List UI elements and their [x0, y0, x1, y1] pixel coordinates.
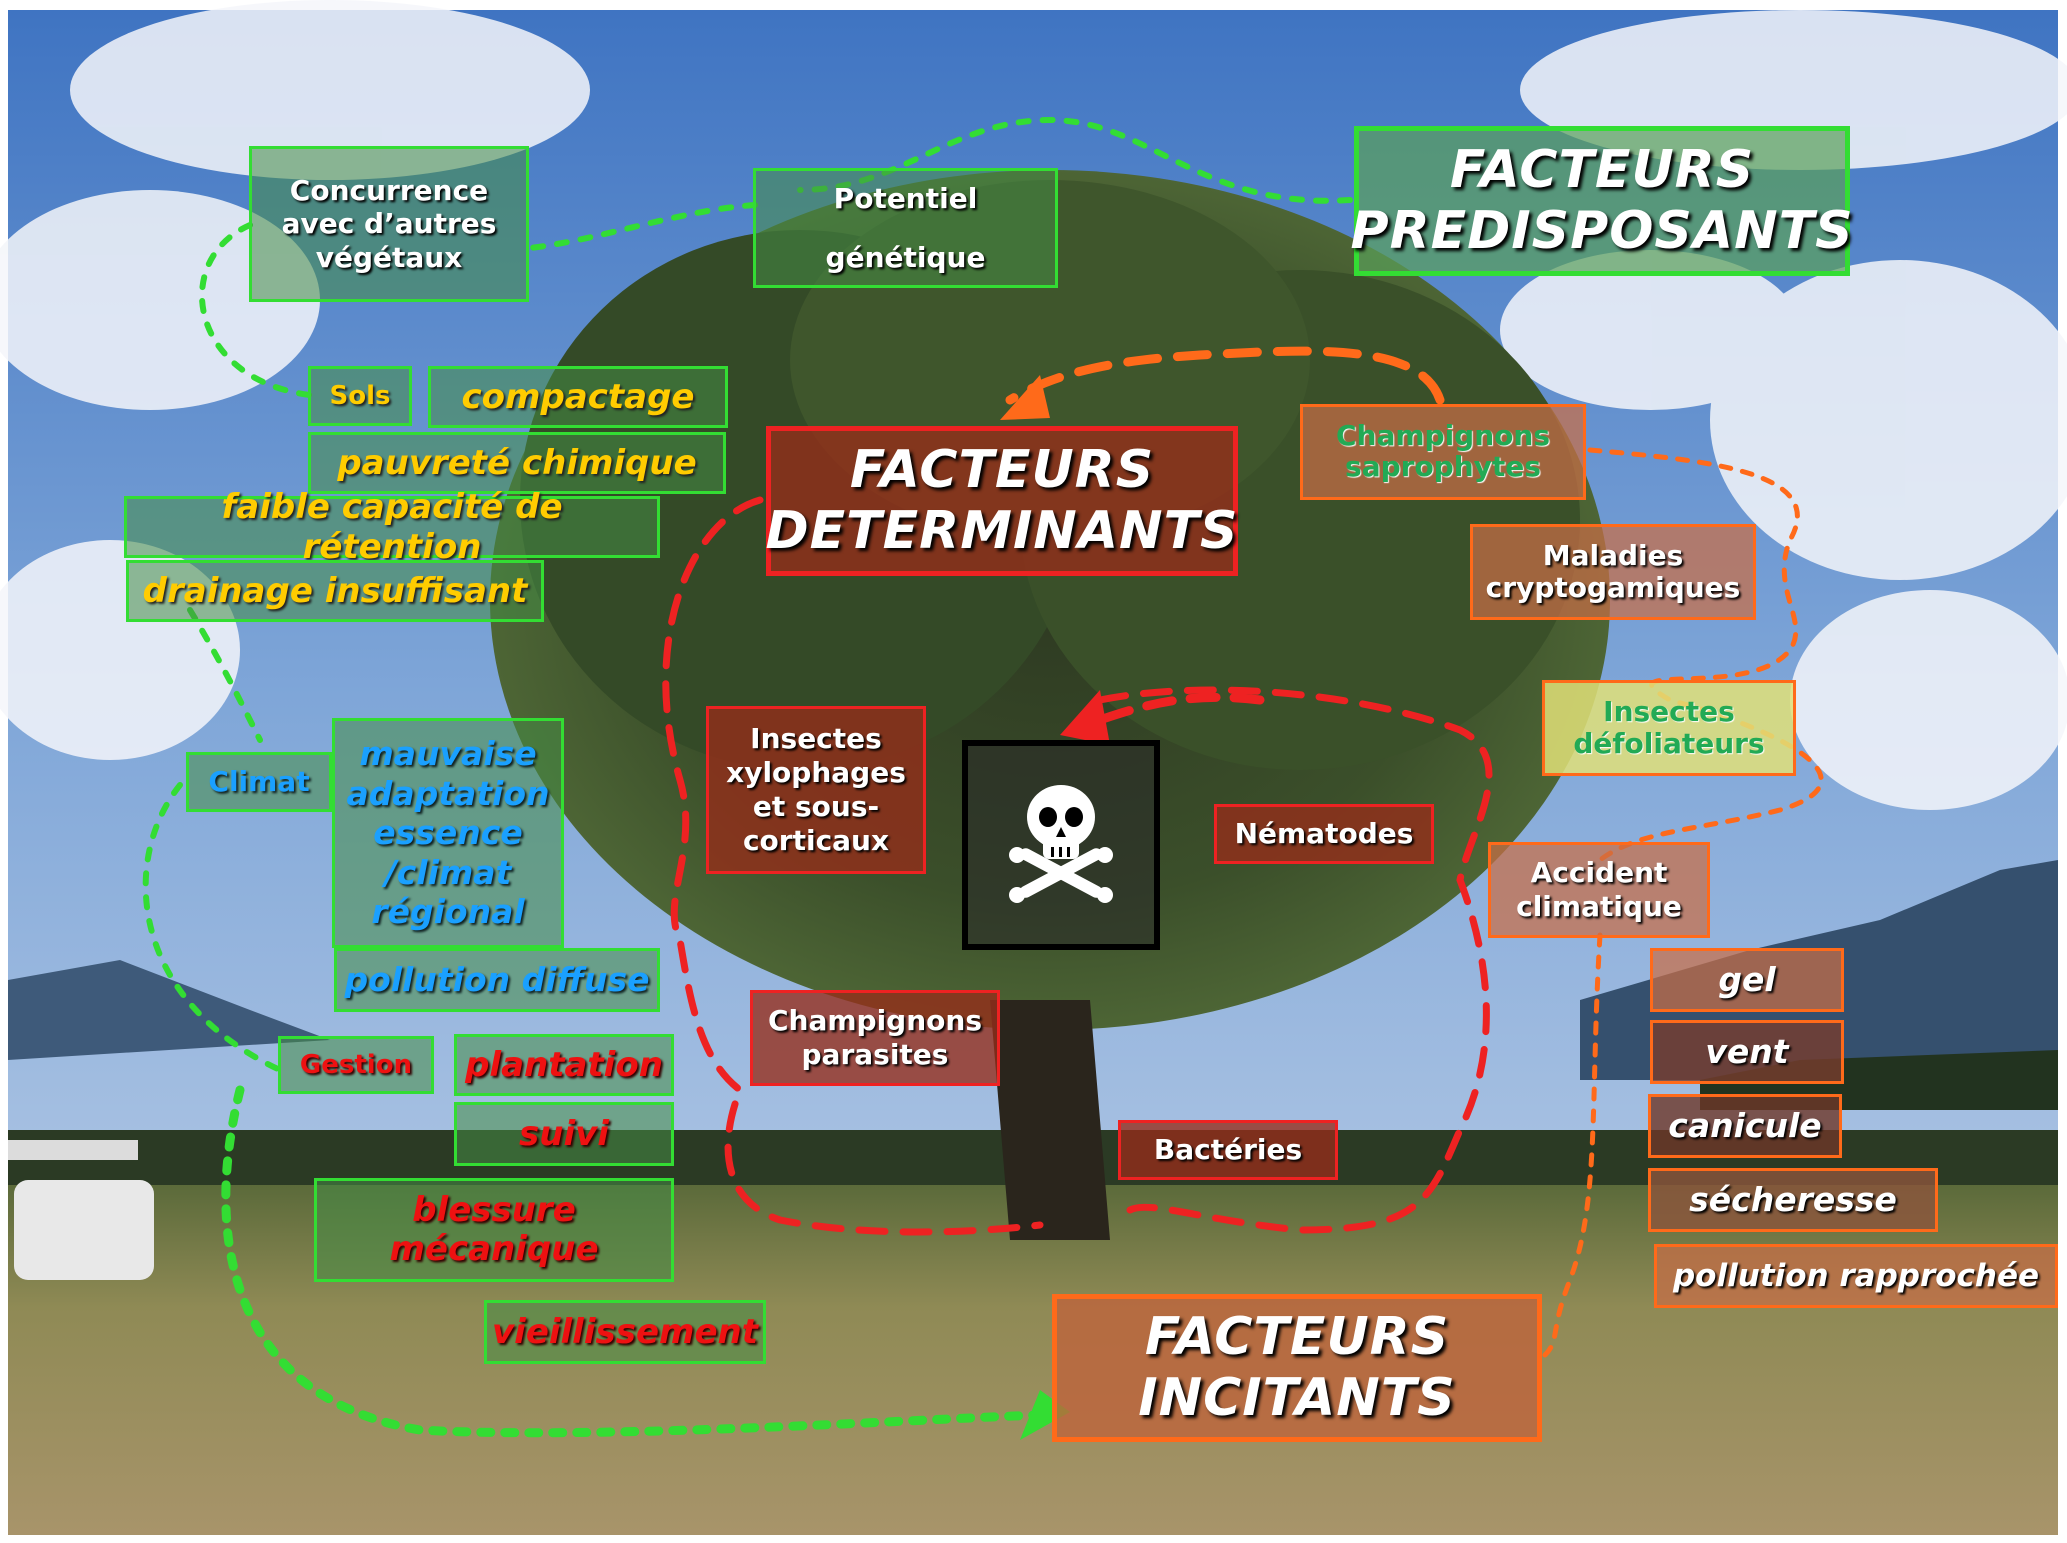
title-predisposants: FACTEURS PREDISPOSANTS — [1350, 126, 1853, 276]
gestion-item-vieillissement: vieillissement — [484, 1300, 766, 1364]
green-arrowhead — [1020, 1390, 1070, 1440]
box-accident-climatique: Accident climatique — [1488, 842, 1710, 938]
death-box — [962, 740, 1160, 950]
title-incitants: FACTEURS INCITANTS — [1052, 1294, 1542, 1442]
green-arc-left-top — [199, 222, 313, 398]
orange-arrowhead — [1000, 375, 1050, 420]
gestion-item-suivi: suivi — [454, 1102, 674, 1166]
box-climat: Climat — [186, 752, 332, 812]
skull-crossbones-icon — [1009, 785, 1113, 903]
box-gestion: Gestion — [278, 1036, 434, 1094]
box-champignons-parasites: Champignons parasites — [750, 990, 1000, 1086]
gestion-item-plantation: plantation — [454, 1034, 674, 1096]
sols-item-pauvrete: pauvreté chimique — [308, 432, 726, 494]
orange-arc-right — [1587, 447, 1824, 863]
incitant-item-canicule: canicule — [1648, 1094, 1842, 1158]
title-predisposants-text: FACTEURS PREDISPOSANTS — [1350, 139, 1854, 261]
box-maladies-cryptogamiques: Maladies cryptogamiques — [1470, 524, 1756, 620]
gestion-item-blessure: blessure mécanique — [314, 1178, 674, 1282]
climat-item-pollution-diffuse: pollution diffuse — [334, 948, 660, 1012]
incitant-item-vent: vent — [1650, 1020, 1844, 1084]
red-arrowhead — [1060, 690, 1110, 745]
title-incitants-text: FACTEURS INCITANTS — [1138, 1306, 1456, 1428]
box-insectes-xylophages: Insectes xylophages et sous- corticaux — [706, 706, 926, 874]
box-bacteries: Bactéries — [1118, 1120, 1338, 1180]
sols-item-drainage: drainage insuffisant — [126, 560, 544, 622]
box-champignons-saprophytes: Champignons saprophytes — [1300, 404, 1586, 500]
red-loop-right — [1096, 686, 1493, 1234]
climat-item-adaptation: mauvaise adaptation essence /climat régi… — [332, 718, 564, 948]
title-determinants: FACTEURS DETERMINANTS — [765, 426, 1239, 576]
incitant-item-pollution-rapprochee: pollution rapprochée — [1654, 1244, 2058, 1308]
green-arc-potentiel-concurrence — [527, 202, 758, 251]
orange-arc-incitants — [1542, 932, 1603, 1358]
incitant-item-secheresse: sécheresse — [1648, 1168, 1938, 1232]
box-concurrence: Concurrence avec d’autres végétaux — [249, 146, 529, 302]
box-insectes-defoliateurs: Insectes défoliateurs — [1542, 680, 1796, 776]
box-sols: Sols — [308, 366, 412, 426]
box-nematodes: Nématodes — [1214, 804, 1434, 864]
green-arc-sols-climat — [187, 607, 263, 743]
incitant-item-gel: gel — [1650, 948, 1844, 1012]
title-determinants-text: FACTEURS DETERMINANTS — [765, 439, 1239, 561]
box-potentiel-genetique: Potentiel génétique — [753, 168, 1058, 288]
sols-item-compactage: compactage — [428, 366, 728, 428]
orange-arc-top — [1005, 346, 1445, 405]
green-arc-bottom — [221, 1085, 1045, 1438]
sols-item-retention: faible capacité de rétention — [124, 487, 660, 567]
green-arc-climat-left — [142, 782, 283, 1073]
red-loop-left — [662, 496, 1044, 1236]
